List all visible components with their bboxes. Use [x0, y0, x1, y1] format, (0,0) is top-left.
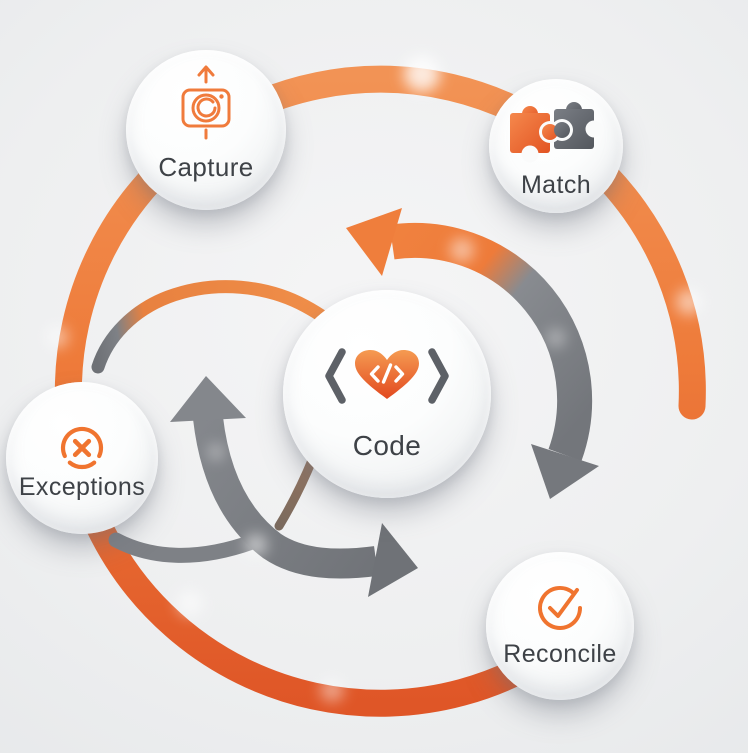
node-label-exceptions: Exceptions: [18, 473, 146, 501]
exceptions-stub-connector: [108, 532, 260, 563]
node-label-match: Match: [520, 171, 592, 199]
brown-arc-fragment: [274, 453, 318, 531]
sheen-highlights: [46, 56, 702, 702]
node-label-code: Code: [352, 430, 422, 461]
left-angle-bracket: [325, 348, 346, 404]
error-x-icon: [60, 426, 104, 470]
down-arrowhead: [531, 444, 599, 499]
upper-left-arc: [91, 280, 346, 374]
heart-code-icon: [325, 348, 449, 404]
up-arrowhead: [170, 376, 246, 422]
node-label-capture: Capture: [158, 152, 254, 182]
center-cycle-double-arrow: [346, 208, 599, 499]
node-exceptions: Exceptions: [6, 382, 158, 534]
node-match: Match: [489, 79, 623, 213]
right-angle-bracket: [428, 348, 449, 404]
camera-capture-icon: [181, 65, 231, 140]
right-arrowhead: [368, 523, 418, 597]
node-label-reconcile: Reconcile: [503, 640, 617, 668]
s-curve-double-arrow: [170, 376, 418, 597]
left-arrowhead: [346, 208, 402, 276]
puzzle-match-icon: [510, 102, 603, 163]
code-slash-glyph: [369, 363, 405, 384]
node-reconcile: Reconcile: [486, 552, 634, 700]
check-reconcile-icon: [538, 585, 582, 630]
node-capture: Capture: [126, 50, 286, 210]
node-code: Code: [283, 290, 491, 498]
